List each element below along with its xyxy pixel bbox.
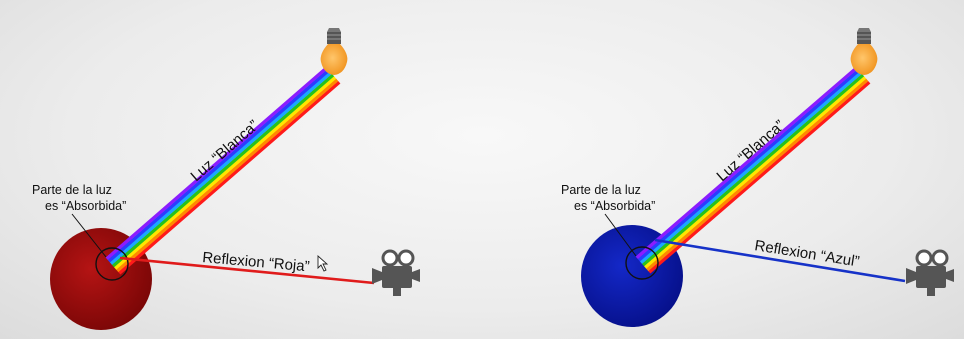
absorbed-label-line2: es “Absorbida”: [45, 199, 126, 213]
absorbed-pointer-line: [71, 213, 107, 258]
beam-color-band: [635, 66, 858, 260]
beam-color-band: [639, 71, 863, 264]
beam-color-band: [113, 76, 337, 270]
white-light-beam: [105, 66, 341, 275]
beam-color-band: [648, 80, 871, 274]
beam-color-band: [109, 71, 333, 265]
white-light-beam: [635, 66, 871, 274]
absorbed-label-line2: es “Absorbida”: [574, 199, 655, 213]
absorbed-label-line1: Parte de la luz: [32, 183, 112, 197]
absorbed-label-line1: Parte de la luz: [561, 183, 641, 197]
light-bulb-icon: [850, 28, 878, 75]
reflection-ray: [119, 256, 375, 285]
video-camera-icon: [372, 249, 420, 296]
video-camera-icon: [906, 249, 954, 296]
beam-color-band: [105, 66, 328, 261]
panel-red: Parte de la luz es “Absorbida” Luz “Blan…: [32, 28, 420, 330]
absorbed-pointer-line: [604, 213, 637, 257]
absorption-spot: [625, 246, 659, 280]
beam-color-band: [111, 73, 335, 268]
beam-color-band: [107, 68, 330, 263]
mouse-cursor-icon: [317, 254, 329, 272]
beam-color-band: [637, 68, 860, 262]
beam-color-band: [118, 80, 341, 275]
light-bulb-icon: [320, 28, 348, 75]
beam-color-band: [646, 78, 869, 272]
beam-color-band: [643, 76, 867, 269]
beam-color-band: [641, 73, 865, 267]
beam-color-band: [116, 78, 339, 273]
reflection-ray: [654, 238, 906, 283]
panel-blue: Parte de la luz es “Absorbida” Luz “Blan…: [561, 28, 954, 327]
absorption-spot: [95, 247, 129, 281]
